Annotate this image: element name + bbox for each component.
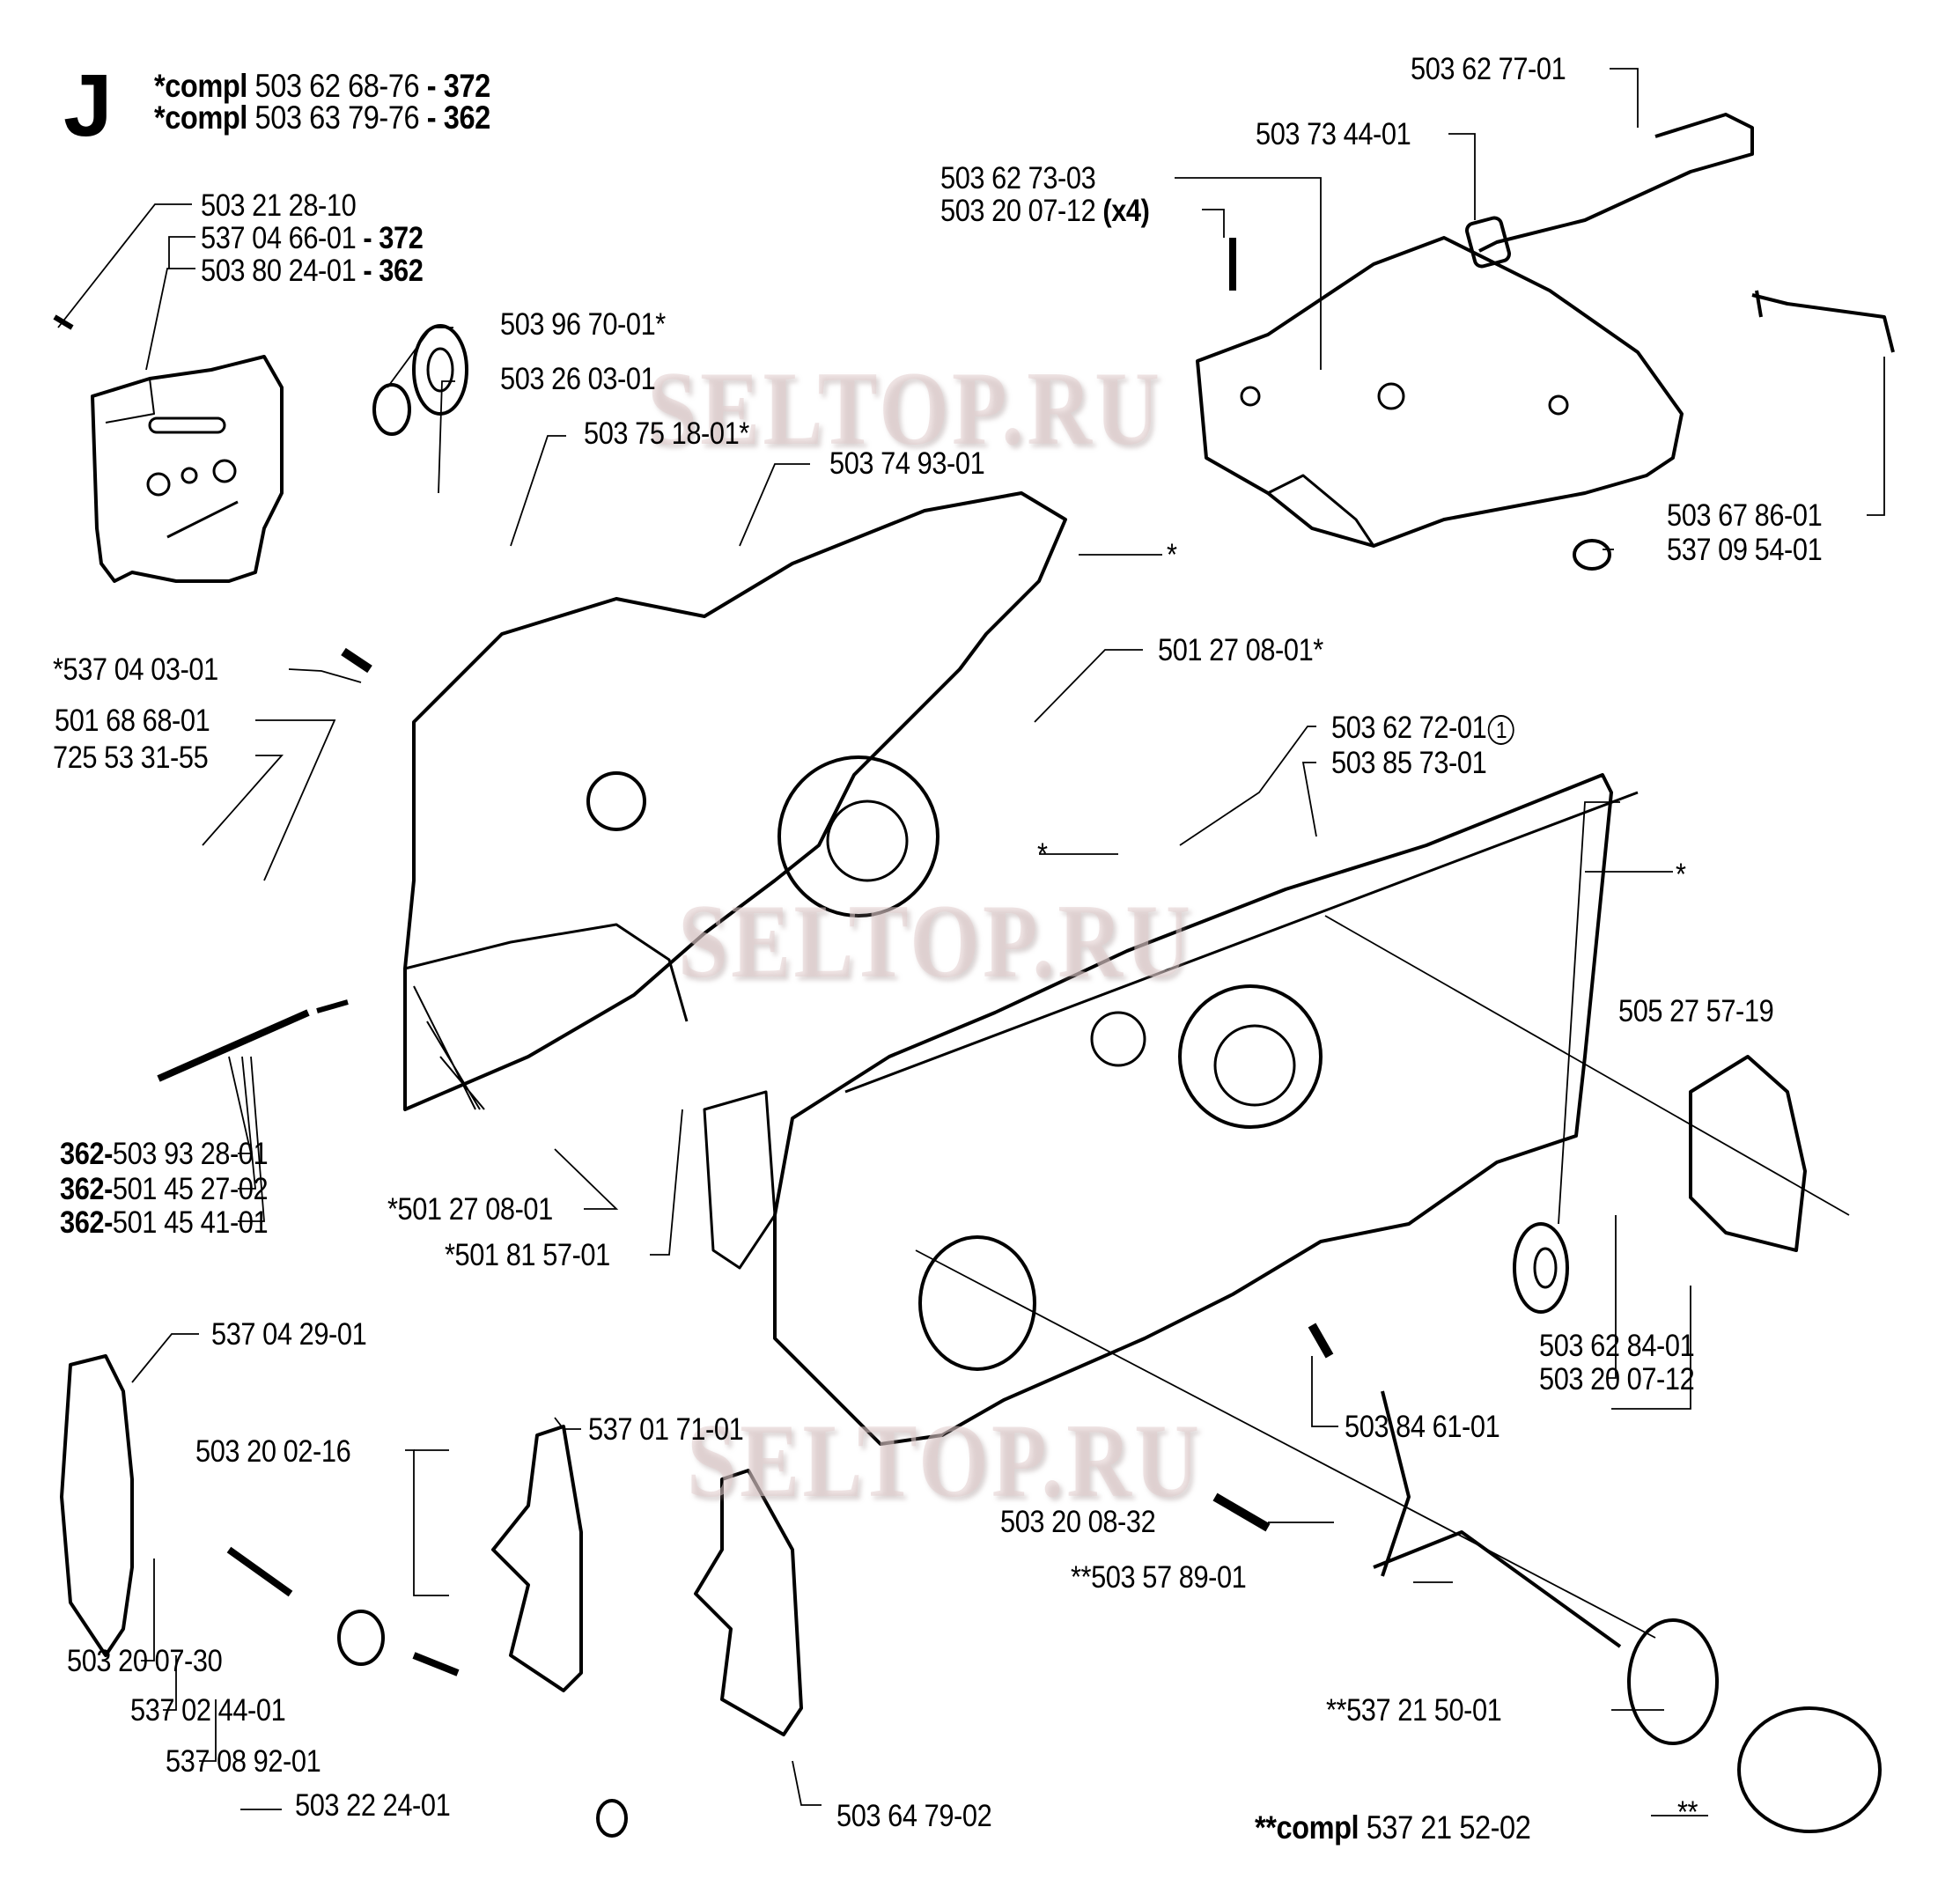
part-label: 503 62 84-01 xyxy=(1539,1329,1695,1363)
part-label: 537 04 66-01 - 372 xyxy=(201,221,424,255)
part-label: 501 68 68-01 xyxy=(55,704,210,738)
part-label: 503 73 44-01 xyxy=(1256,117,1411,151)
header-model: 372 xyxy=(443,68,490,104)
chain-guard-plate xyxy=(91,355,284,583)
chain-catcher-plate-left xyxy=(60,1354,134,1657)
part-label: 503 20 08-32 xyxy=(1000,1505,1156,1539)
section-letter: J xyxy=(63,56,113,155)
part-label: 537 02 44-01 xyxy=(130,1693,286,1728)
part-label: 362-503 93 28-01 xyxy=(60,1137,269,1171)
header-line-1: *compl 503 62 68-76 - 372 xyxy=(154,68,490,104)
header-model: 362 xyxy=(443,99,490,136)
header-prefix: *compl xyxy=(154,99,247,136)
bumper-spike-rear xyxy=(694,1469,803,1736)
header-line-2: *compl 503 63 79-76 - 362 xyxy=(154,99,490,136)
watermark: SELTOP.RU xyxy=(678,882,1194,999)
part-label: 503 64 79-02 xyxy=(836,1799,992,1833)
part-label: *537 04 03-01 xyxy=(53,652,218,687)
part-label: 503 26 03-01 xyxy=(500,362,656,396)
watermark: SELTOP.RU xyxy=(647,350,1163,467)
crankcase-left-half xyxy=(403,491,1067,1111)
part-label: 503 75 18-01* xyxy=(584,416,749,451)
crankcase-right-half xyxy=(773,773,1613,1446)
part-label: 503 20 07-12 (x4) xyxy=(940,194,1150,228)
part-label: 503 20 02-16 xyxy=(195,1434,351,1469)
star-marker: * xyxy=(1037,837,1048,872)
note-marker: 1 xyxy=(1488,714,1514,745)
watermark: SELTOP.RU xyxy=(687,1402,1203,1519)
air-filter-base xyxy=(1196,236,1684,548)
part-label: 503 67 86-01 xyxy=(1667,498,1823,533)
part-label: 503 74 93-01 xyxy=(829,446,985,481)
part-label: 503 96 70-01* xyxy=(500,307,666,342)
part-label: 503 22 24-01 xyxy=(295,1788,451,1823)
part-label: 503 20 07-12 xyxy=(1539,1362,1695,1396)
star-marker: * xyxy=(1676,858,1686,892)
part-label: 362-501 45 27-02 xyxy=(60,1172,269,1206)
part-label: 505 27 57-19 xyxy=(1618,994,1774,1028)
part-label: 503 62 77-01 xyxy=(1411,52,1566,86)
part-label: 503 80 24-01 - 362 xyxy=(201,254,424,288)
clutch-cover-small xyxy=(1689,1055,1807,1252)
part-label: 537 04 29-01 xyxy=(211,1317,367,1352)
part-label: 503 84 61-01 xyxy=(1345,1410,1500,1444)
part-label: ** xyxy=(1677,1795,1698,1830)
part-label: *501 81 57-01 xyxy=(445,1238,610,1272)
bumper-spike-front xyxy=(491,1425,583,1692)
part-label: 725 53 31-55 xyxy=(53,741,209,775)
part-label: *501 27 08-01 xyxy=(387,1192,553,1227)
header-part-number: 503 62 68-76 xyxy=(254,68,420,104)
part-label: 501 27 08-01* xyxy=(1158,633,1323,667)
part-label: 537 01 71-01 xyxy=(588,1412,744,1447)
star-marker: * xyxy=(1167,538,1177,572)
part-label: 503 21 28-10 xyxy=(201,188,357,223)
header-prefix: *compl xyxy=(154,68,247,104)
choke-rod xyxy=(1478,113,1754,253)
part-label: **537 21 50-01 xyxy=(1326,1693,1502,1728)
part-label: 537 08 92-01 xyxy=(166,1744,321,1779)
footer-compl: **compl 537 21 52-02 xyxy=(1255,1809,1531,1846)
part-label: 362-501 45 41-01 xyxy=(60,1205,269,1240)
part-label: 503 85 73-01 xyxy=(1331,746,1487,780)
header-part-number: 503 63 79-76 xyxy=(254,99,420,136)
part-label: 503 62 73-03 xyxy=(940,161,1096,195)
part-label: 537 09 54-01 xyxy=(1667,533,1823,567)
part-label: 503 20 07-30 xyxy=(67,1644,223,1678)
part-label: **503 57 89-01 xyxy=(1071,1560,1247,1595)
